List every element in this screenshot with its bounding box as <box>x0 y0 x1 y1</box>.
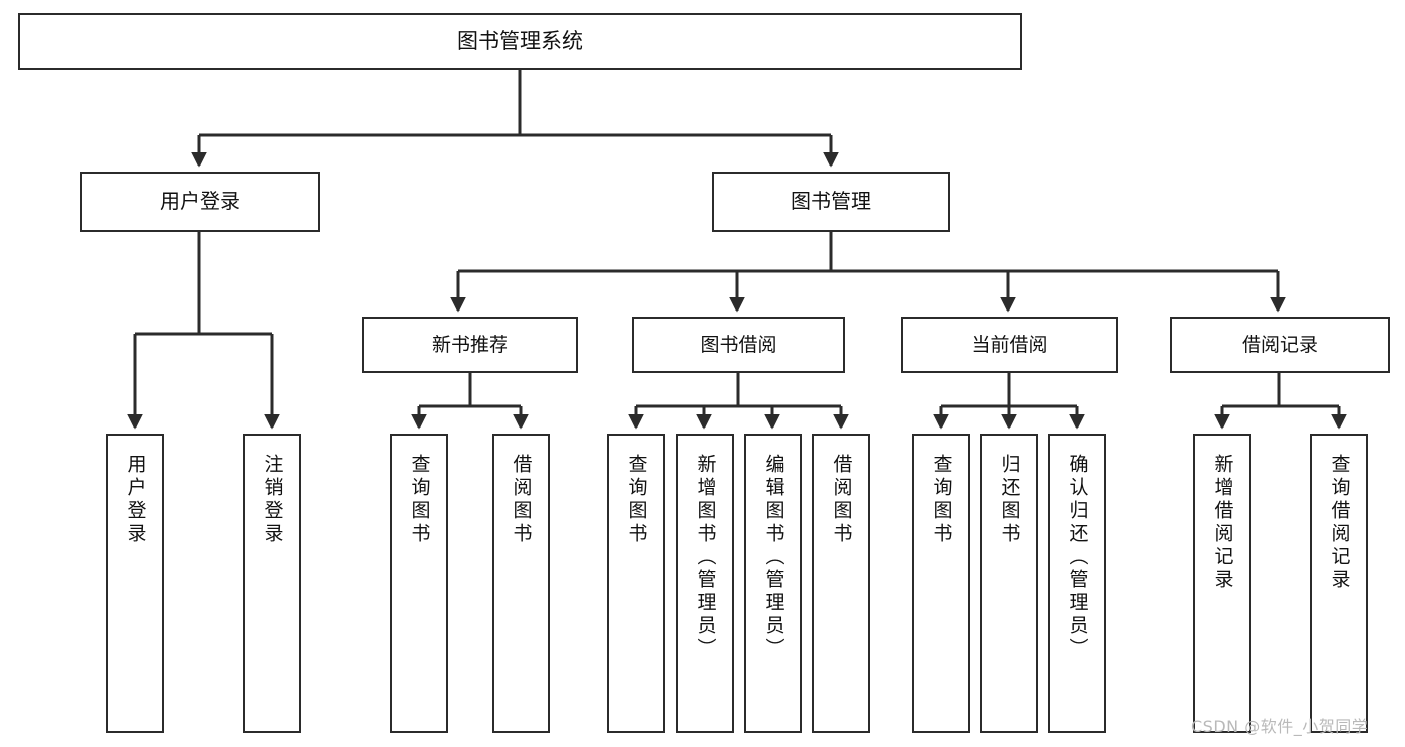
node-label: 新增图书（管理员） <box>694 454 717 661</box>
node-label: 借阅图书 <box>830 454 853 546</box>
leaf-confirm-return-admin[interactable]: 确认归还（管理员） <box>1048 434 1106 733</box>
node-new-book-recommendation[interactable]: 新书推荐 <box>362 317 578 373</box>
node-label: 新书推荐 <box>431 333 508 356</box>
node-label: 新增借阅记录 <box>1211 454 1234 592</box>
node-book-borrowing[interactable]: 图书借阅 <box>632 317 845 373</box>
node-label: 图书管理系统 <box>457 29 583 54</box>
leaf-query-books-current[interactable]: 查询图书 <box>912 434 970 733</box>
csdn-watermark: CSDN @软件_小贺同学 <box>1191 717 1369 736</box>
node-label: 当前借阅 <box>971 333 1048 356</box>
leaf-logout[interactable]: 注销登录 <box>243 434 301 733</box>
node-label: 注销登录 <box>261 454 284 546</box>
node-label: 用户登录 <box>160 189 240 214</box>
node-label: 查询图书 <box>408 454 431 546</box>
node-label: 图书借阅 <box>700 333 777 356</box>
node-user-login[interactable]: 用户登录 <box>80 172 320 232</box>
node-label: 归还图书 <box>998 454 1021 546</box>
leaf-add-book-admin[interactable]: 新增图书（管理员） <box>676 434 734 733</box>
leaf-user-login[interactable]: 用户登录 <box>106 434 164 733</box>
leaf-borrow-books[interactable]: 借阅图书 <box>812 434 870 733</box>
node-root-book-management-system[interactable]: 图书管理系统 <box>18 13 1022 70</box>
node-borrowing-records[interactable]: 借阅记录 <box>1170 317 1390 373</box>
leaf-return-book[interactable]: 归还图书 <box>980 434 1038 733</box>
node-label: 图书管理 <box>791 189 871 214</box>
leaf-borrow-books-newbook[interactable]: 借阅图书 <box>492 434 550 733</box>
node-label: 用户登录 <box>124 454 147 546</box>
node-current-borrowings[interactable]: 当前借阅 <box>901 317 1118 373</box>
node-label: 借阅图书 <box>510 454 533 546</box>
node-book-management[interactable]: 图书管理 <box>712 172 950 232</box>
leaf-query-books-newbook[interactable]: 查询图书 <box>390 434 448 733</box>
node-label: 确认归还（管理员） <box>1066 454 1089 661</box>
leaf-query-borrow-record[interactable]: 查询借阅记录 <box>1310 434 1368 733</box>
leaf-query-books-borrow[interactable]: 查询图书 <box>607 434 665 733</box>
leaf-add-borrow-record[interactable]: 新增借阅记录 <box>1193 434 1251 733</box>
leaf-edit-book-admin[interactable]: 编辑图书（管理员） <box>744 434 802 733</box>
node-label: 查询借阅记录 <box>1328 454 1351 592</box>
node-label: 查询图书 <box>930 454 953 546</box>
node-label: 查询图书 <box>625 454 648 546</box>
node-label: 借阅记录 <box>1241 333 1318 356</box>
node-label: 编辑图书（管理员） <box>762 454 785 661</box>
